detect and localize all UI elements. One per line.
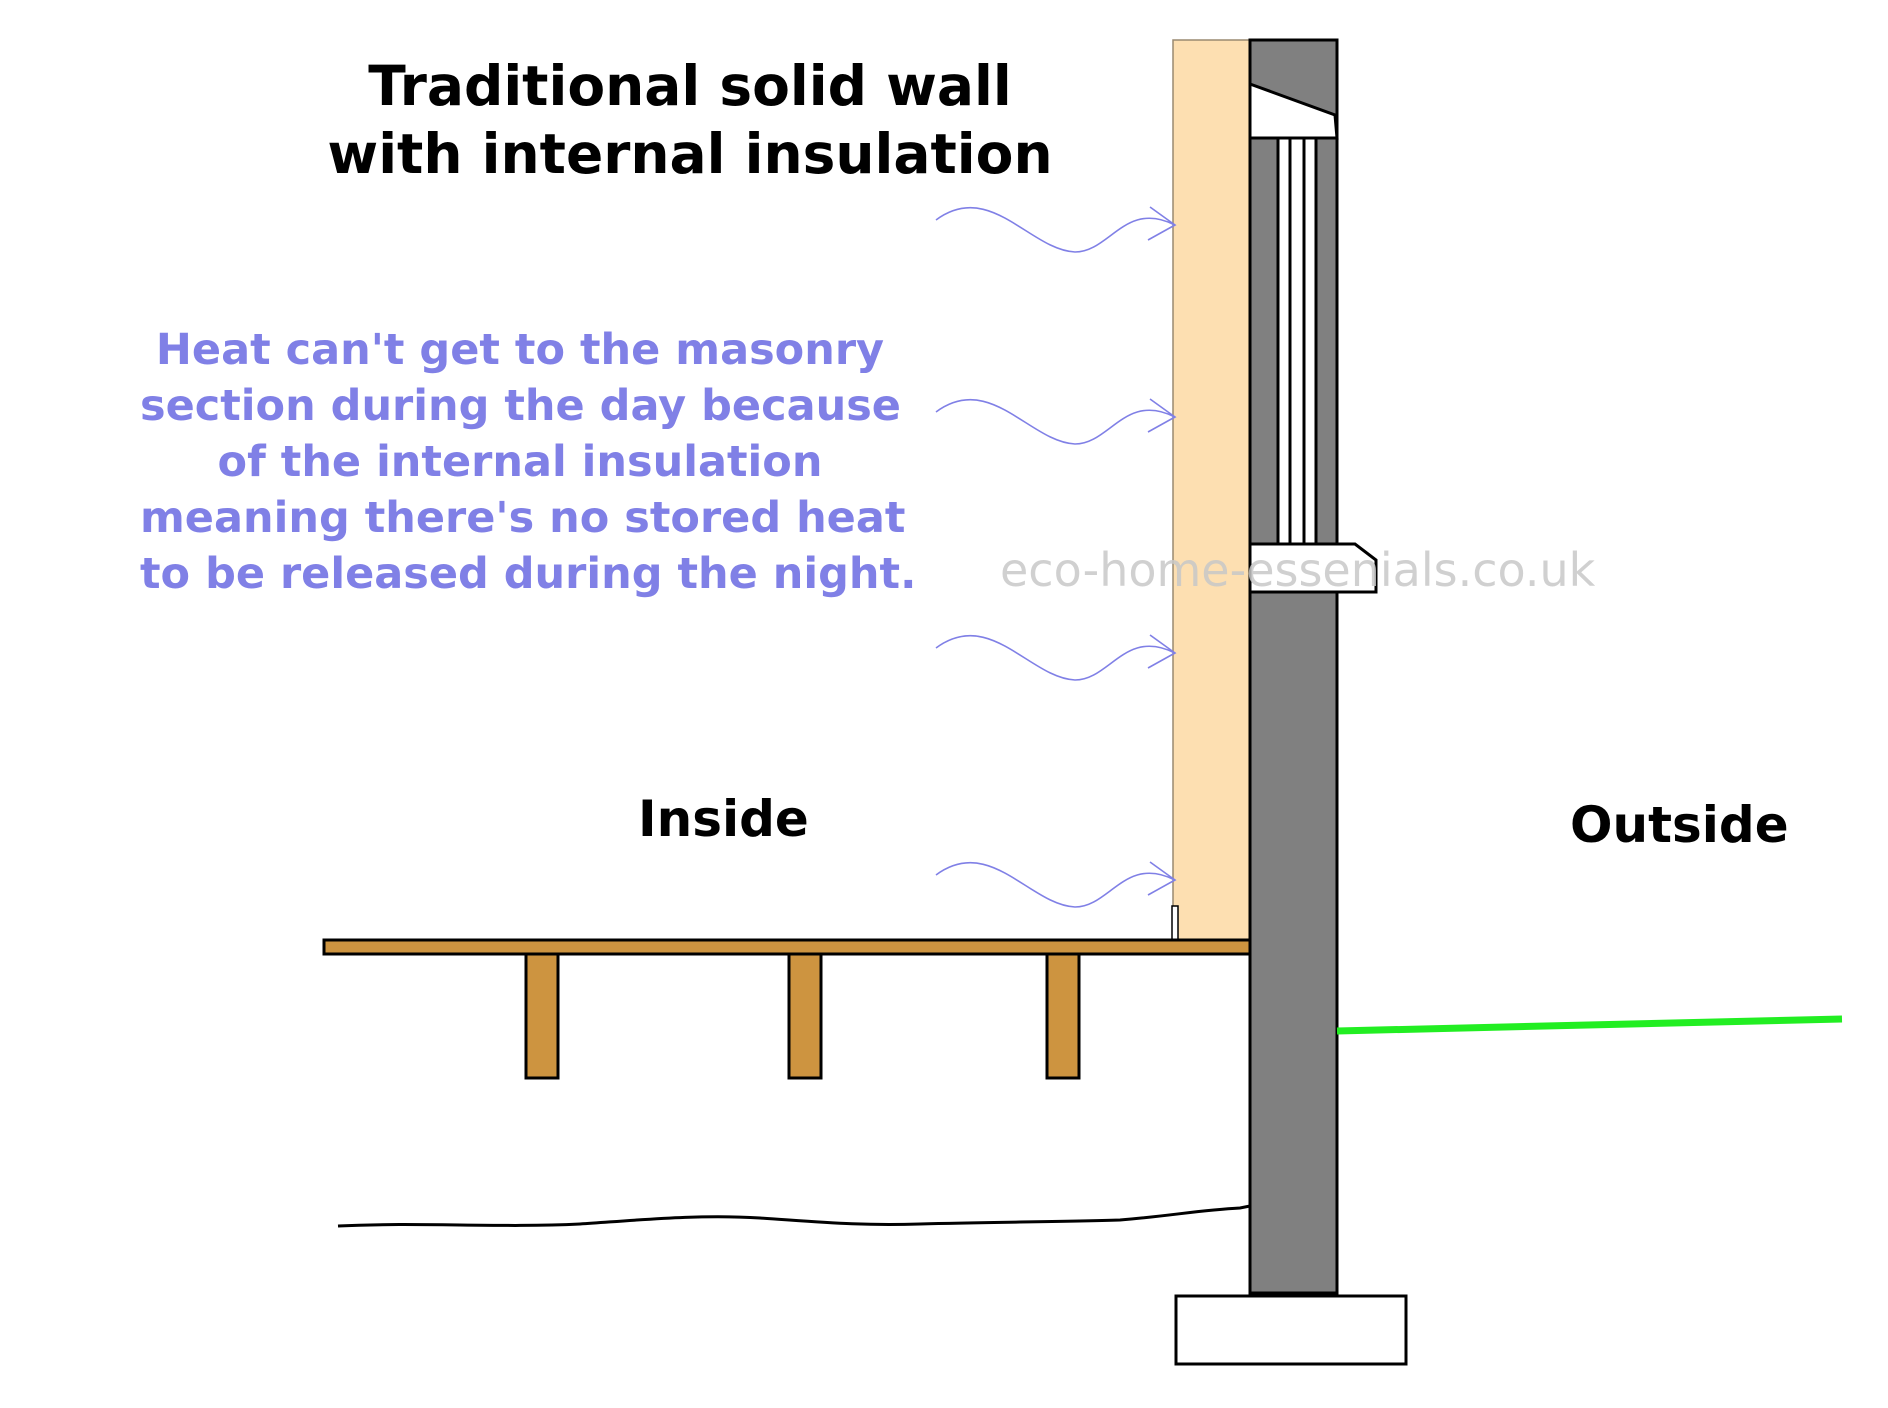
internal-ground-line [337, 1204, 1251, 1228]
inside-label: Inside [638, 790, 809, 848]
window-opening [1276, 136, 1318, 546]
foundation-footing [1174, 1294, 1408, 1366]
heat-arrow-icon [935, 634, 1177, 681]
note-line: of the internal insulation [217, 437, 823, 487]
heat-arrow-icon [935, 206, 1177, 253]
note-line: Heat can't get to the masonry [155, 325, 885, 375]
insulation-layer [1172, 39, 1251, 941]
window-sill [1248, 542, 1378, 594]
window-lintel [1248, 81, 1339, 140]
floor-joist [1045, 952, 1081, 1080]
heat-arrows [935, 206, 1177, 908]
heat-arrow-icon [935, 398, 1177, 445]
skirting-board [1171, 905, 1179, 941]
floorboards [322, 938, 1252, 956]
external-ground-level [1336, 1015, 1843, 1035]
heat-note: Heat can't get to the masonry section du… [140, 322, 917, 602]
title-line: Traditional solid wall [368, 54, 1012, 118]
floor-joist [524, 952, 560, 1080]
note-line: section during the day because [140, 381, 901, 431]
note-line: to be released during the night. [140, 549, 917, 599]
watermark: eco-home-essenials.co.uk [1000, 543, 1596, 597]
diagram-title: Traditional solid wall with internal ins… [300, 52, 1080, 188]
note-line: meaning there's no stored heat [140, 493, 906, 543]
heat-arrow-icon [935, 861, 1177, 908]
outside-label: Outside [1570, 796, 1789, 854]
floor-joist [787, 952, 823, 1080]
title-line: with internal insulation [327, 122, 1053, 186]
